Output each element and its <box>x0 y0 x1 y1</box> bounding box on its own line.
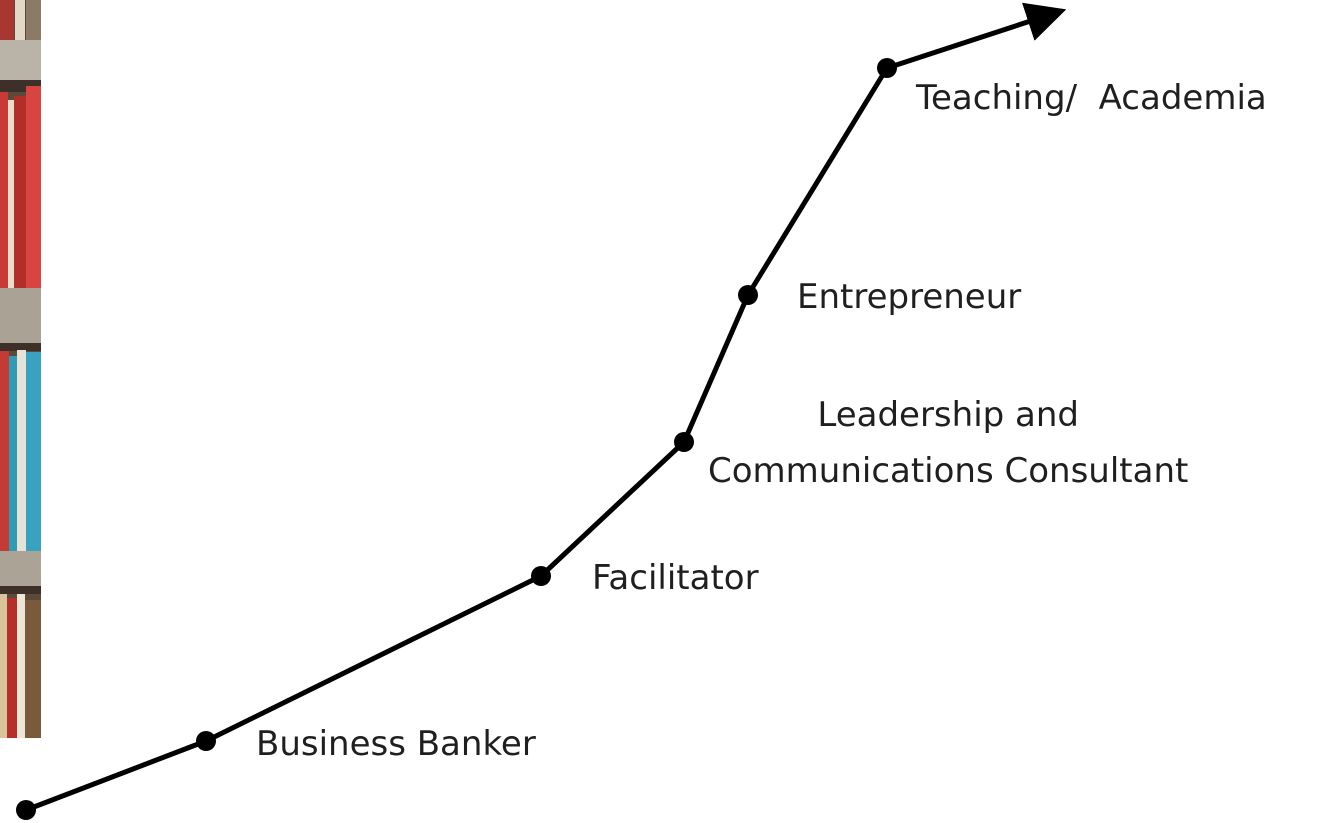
label-leadership-consultant: Leadership and Communications Consultant <box>708 387 1188 499</box>
path-start-point <box>16 800 36 820</box>
milestone-point-facilitator <box>531 566 551 586</box>
milestone-point-teaching-academia <box>877 58 897 78</box>
label-facilitator: Facilitator <box>592 558 759 598</box>
bookshelf-photo-strip <box>0 0 41 738</box>
milestone-point-entrepreneur <box>738 285 758 305</box>
label-teaching-academia: Teaching/ Academia <box>916 78 1267 118</box>
milestone-point-business-banker <box>196 731 216 751</box>
career-path-arrow <box>886 2 1067 71</box>
career-path-line <box>25 66 890 813</box>
milestone-point-leadership-consultant <box>674 432 694 452</box>
label-entrepreneur: Entrepreneur <box>797 277 1022 317</box>
label-business-banker: Business Banker <box>256 724 536 764</box>
label-leadership-line-2: Communications Consultant <box>708 451 1189 491</box>
label-leadership-line-1: Leadership and <box>817 395 1079 435</box>
bookshelf-image <box>0 0 41 738</box>
